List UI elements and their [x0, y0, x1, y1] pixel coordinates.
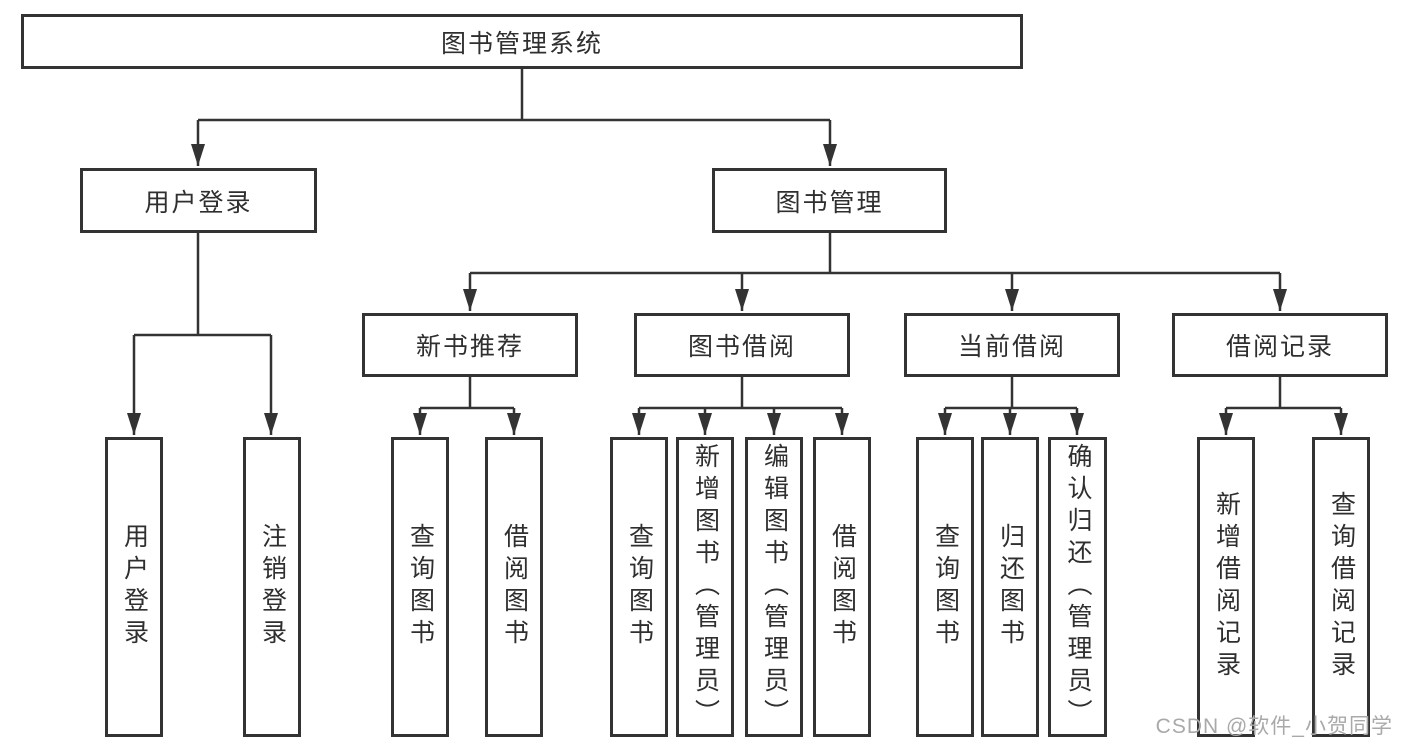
- leaf-label: 注销登录: [258, 523, 287, 651]
- leaf-query-books-recommend: 查询图书: [391, 437, 449, 737]
- node-book-borrow: 图书借阅: [634, 313, 850, 377]
- leaf-query-books-borrow: 查询图书: [610, 437, 668, 737]
- leaf-label: 归还图书: [996, 523, 1025, 651]
- node-current-borrow: 当前借阅: [904, 313, 1120, 377]
- leaf-return-book: 归还图书: [981, 437, 1039, 737]
- node-label: 图书借阅: [687, 333, 796, 361]
- node-label: 当前借阅: [957, 333, 1066, 361]
- leaf-logout: 注销登录: [243, 437, 301, 737]
- node-label: 借阅记录: [1225, 333, 1334, 361]
- watermark: CSDN @软件_小贺同学: [1155, 715, 1393, 738]
- node-label: 用户登录: [144, 188, 253, 217]
- leaf-add-borrow-record: 新增借阅记录: [1197, 437, 1255, 737]
- leaf-borrow-books: 借阅图书: [813, 437, 871, 737]
- leaf-add-book-admin: 新增图书（管理员）: [676, 437, 734, 737]
- leaf-label: 新增图书（管理员）: [691, 443, 720, 731]
- node-borrow-records: 借阅记录: [1172, 313, 1388, 377]
- leaf-edit-book-admin: 编辑图书（管理员）: [745, 437, 803, 737]
- leaf-confirm-return-admin: 确认归还（管理员）: [1048, 437, 1107, 737]
- leaf-user-login: 用户登录: [105, 437, 163, 737]
- leaf-label: 借阅图书: [500, 523, 529, 651]
- node-user-login: 用户登录: [80, 168, 317, 233]
- node-label: 图书管理系统: [440, 29, 603, 58]
- leaf-label: 查询图书: [625, 523, 654, 651]
- leaf-label: 新增借阅记录: [1212, 491, 1241, 683]
- leaf-query-borrow-record: 查询借阅记录: [1312, 437, 1370, 737]
- node-label: 新书推荐: [415, 333, 524, 361]
- node-root-system: 图书管理系统: [21, 14, 1023, 69]
- leaf-query-books-current: 查询图书: [916, 437, 974, 737]
- leaf-label: 查询借阅记录: [1327, 491, 1356, 683]
- node-book-management: 图书管理: [712, 168, 947, 233]
- leaf-label: 编辑图书（管理员）: [760, 443, 789, 731]
- leaf-label: 用户登录: [120, 523, 149, 651]
- leaf-label: 查询图书: [931, 523, 960, 651]
- leaf-borrow-books-recommend: 借阅图书: [485, 437, 543, 737]
- leaf-label: 借阅图书: [828, 523, 857, 651]
- node-new-book-recommend: 新书推荐: [362, 313, 578, 377]
- leaf-label: 查询图书: [406, 523, 435, 651]
- node-label: 图书管理: [775, 188, 884, 217]
- leaf-label: 确认归还（管理员）: [1064, 443, 1092, 731]
